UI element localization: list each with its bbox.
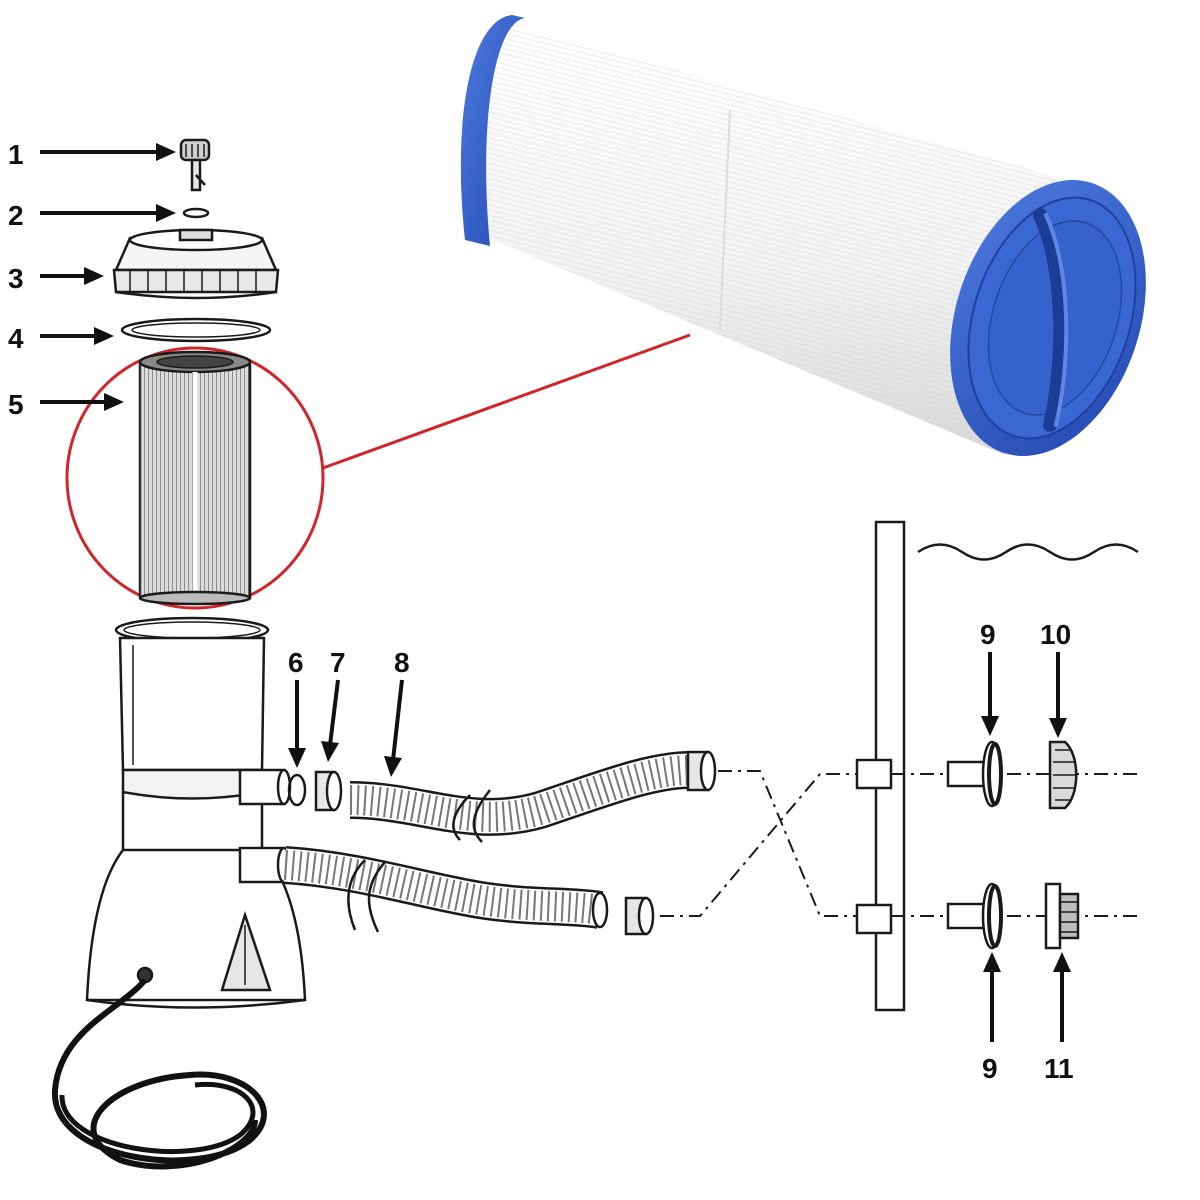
- hose-o-ring-icon: [289, 775, 305, 805]
- pool-wall-icon: [857, 522, 904, 1010]
- lower-hose-end-nut-icon: [626, 898, 653, 934]
- housing-o-ring-icon: [122, 319, 270, 341]
- hose-nut-icon: [316, 772, 341, 810]
- filter-pump-icon: [87, 618, 305, 1008]
- air-release-valve-icon: [181, 140, 209, 190]
- valve-o-ring-icon: [184, 209, 208, 217]
- part-label-1: 1: [8, 139, 24, 170]
- part-label-5: 5: [8, 389, 24, 420]
- part-label-8: 8: [394, 647, 410, 678]
- part-label-9-top: 9: [980, 619, 996, 650]
- pleated-cartridge-filter-icon: [140, 352, 250, 604]
- part-label-4: 4: [8, 323, 24, 354]
- strainer-connector-top-icon: [948, 742, 1001, 806]
- part-label-7: 7: [330, 647, 346, 678]
- strainer-grid-icon: [1050, 742, 1076, 808]
- callout-leader-line: [323, 335, 690, 468]
- upper-hose-end-nut-icon: [688, 752, 715, 790]
- part-label-2: 2: [8, 200, 24, 231]
- housing-cover-icon: [114, 230, 278, 298]
- part-label-6: 6: [288, 647, 304, 678]
- part-label-10: 10: [1040, 619, 1071, 650]
- part-label-11: 11: [1044, 1053, 1074, 1084]
- lower-hose-icon: [285, 860, 607, 932]
- cartridge-photo: [461, 15, 1180, 481]
- part-label-3: 3: [8, 263, 24, 294]
- water-surface-icon: [918, 545, 1138, 560]
- part-label-9-bottom: 9: [982, 1053, 998, 1084]
- corrugated-hose-icon: [350, 770, 690, 842]
- strainer-connector-bottom-icon: [948, 884, 1001, 948]
- inlet-nozzle-icon: [1046, 884, 1078, 948]
